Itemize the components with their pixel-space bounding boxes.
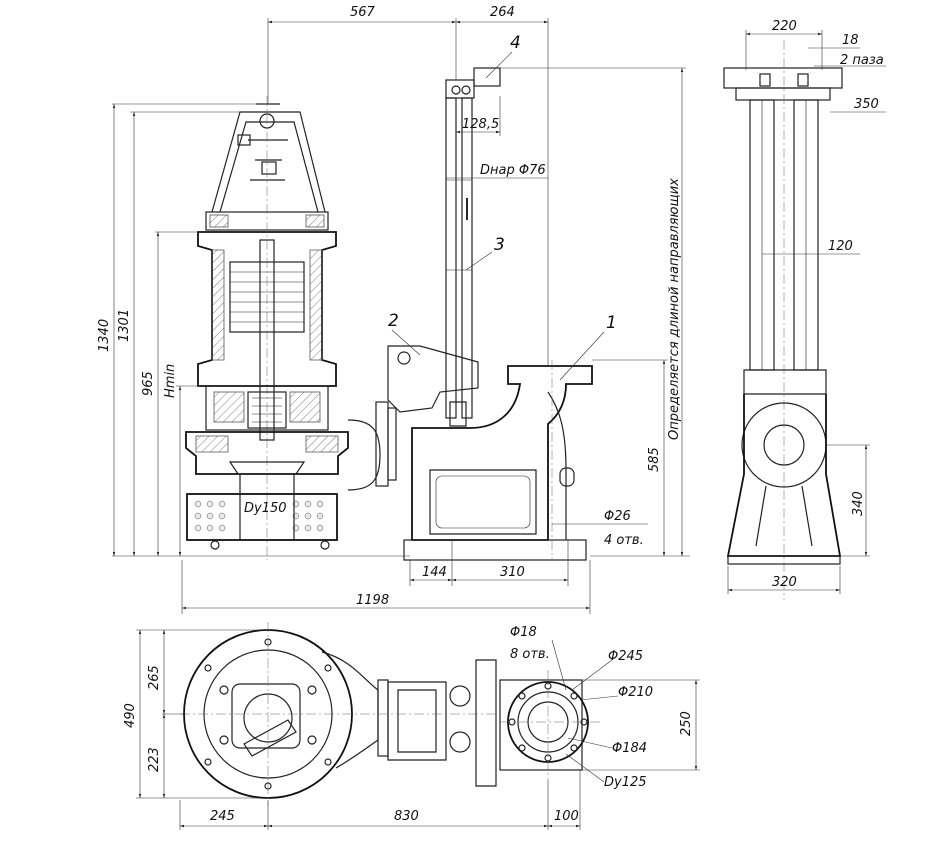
dim-8-holes: 8 отв. — [510, 647, 550, 662]
dim-350: 350 — [854, 97, 879, 112]
dim-585: 585 — [647, 447, 662, 472]
dim-18: 18 — [842, 33, 859, 48]
dim-265: 265 — [147, 665, 162, 690]
dimension-texts: 567 264 1340 1301 965 Hmin 585 Определяе… — [97, 5, 884, 824]
dim-1340: 1340 — [97, 319, 112, 352]
dim-1301: 1301 — [117, 309, 132, 342]
dim-220: 220 — [772, 19, 797, 34]
dim-dy150: Dy150 — [244, 501, 287, 516]
dim-phi184: Φ184 — [612, 741, 647, 756]
dim-250: 250 — [679, 711, 694, 736]
dim-hmin: Hmin — [163, 364, 178, 398]
dim-264: 264 — [490, 5, 515, 20]
dim-dnar: Dнар Φ76 — [480, 163, 546, 178]
side-view — [723, 40, 843, 600]
dim-965: 965 — [141, 371, 156, 396]
dim-phi18: Φ18 — [510, 625, 537, 640]
dim-phi210: Φ210 — [618, 685, 653, 700]
dim-128-5: 128,5 — [462, 117, 499, 132]
pump-front-view — [185, 96, 397, 560]
dim-phi245: Φ245 — [608, 649, 643, 664]
dim-120: 120 — [828, 239, 853, 254]
dim-phi26: Φ26 — [604, 509, 631, 524]
dim-320: 320 — [772, 575, 797, 590]
dim-144: 144 — [422, 565, 447, 580]
callout-1: 1 — [606, 313, 617, 333]
dim-567: 567 — [350, 5, 376, 20]
dim-223: 223 — [147, 747, 162, 772]
dim-310: 310 — [500, 565, 525, 580]
dim-490: 490 — [123, 703, 138, 728]
dimension-lines — [112, 18, 886, 830]
dim-245: 245 — [210, 809, 235, 824]
strainer-perforations — [194, 500, 324, 532]
guides-note: Определяется длиной направляющих — [667, 178, 682, 440]
callout-2: 2 — [388, 311, 399, 331]
dim-dy125: Dy125 — [604, 775, 647, 790]
guide-rail-assembly — [387, 67, 593, 561]
dim-1198: 1198 — [356, 593, 389, 608]
callout-4: 4 — [510, 33, 521, 53]
callout-3: 3 — [494, 235, 505, 255]
dim-100: 100 — [554, 809, 579, 824]
dim-4-holes: 4 отв. — [604, 533, 644, 548]
dim-340: 340 — [851, 491, 866, 516]
dim-2-slots: 2 паза — [840, 53, 884, 68]
callouts: 1 2 3 4 — [388, 33, 617, 333]
dim-830: 830 — [394, 809, 419, 824]
